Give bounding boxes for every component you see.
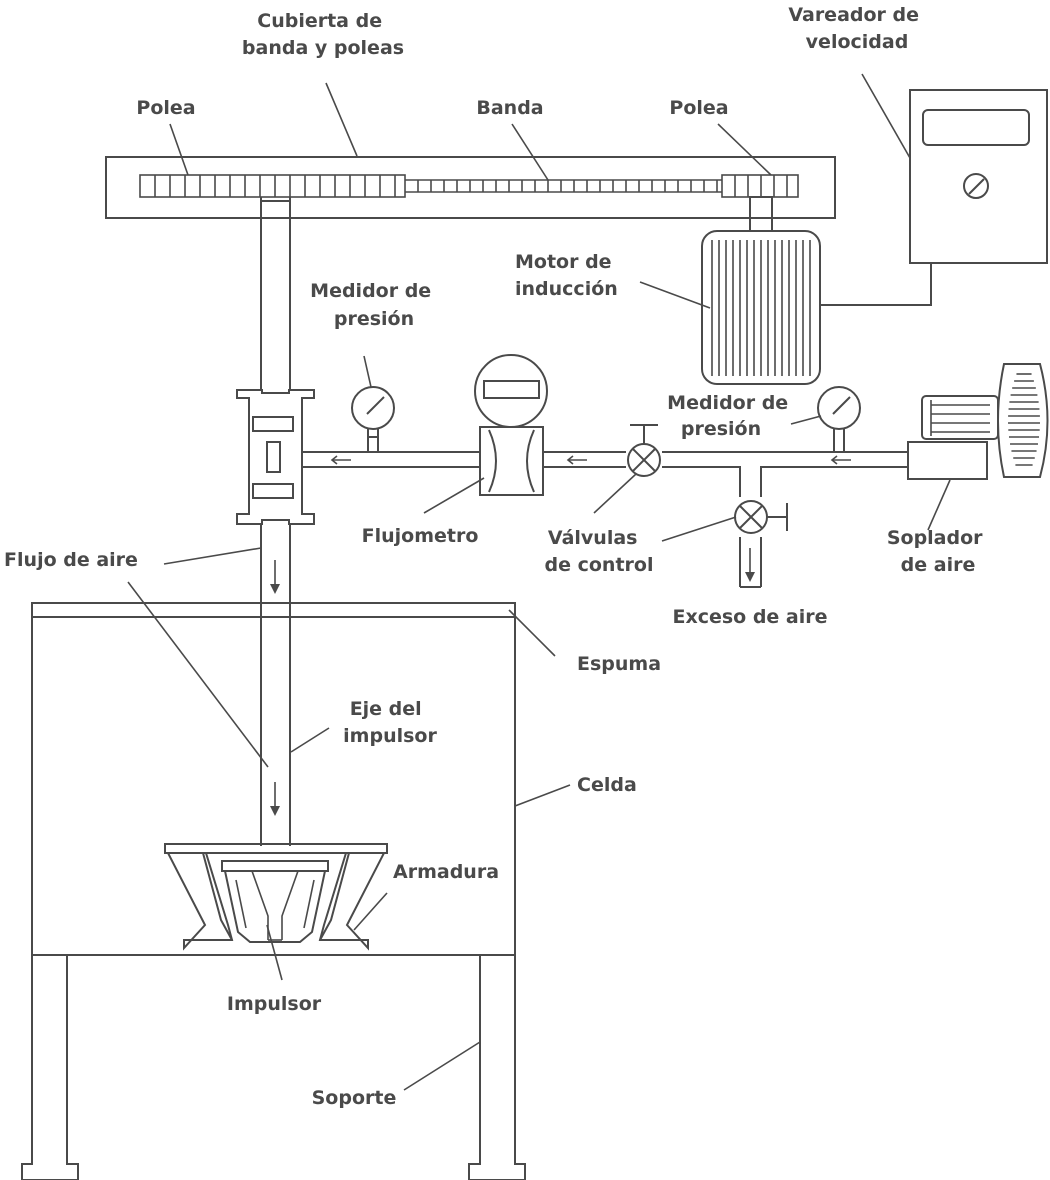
label-support: Soporte <box>312 1087 397 1109</box>
label-foam: Espuma <box>577 653 661 675</box>
shaft-housing <box>236 389 315 525</box>
label-pressure-gauge-left: Medidor de presión <box>310 280 438 330</box>
air-blower <box>907 363 1049 480</box>
air-pipe <box>301 451 908 588</box>
label-armature: Armadura <box>393 861 499 883</box>
label-pressure-gauge-right: Medidor de presión <box>667 392 795 440</box>
support <box>21 955 526 1180</box>
label-excess-air: Exceso de aire <box>672 606 827 628</box>
belt-cover <box>105 156 836 219</box>
impeller <box>221 860 329 943</box>
label-control-valves: Válvulas de control <box>545 527 654 576</box>
label-belt-cover: Cubierta de banda y poleas <box>242 10 404 59</box>
labels: Cubierta de banda y poleas Vareador de v… <box>4 4 989 1109</box>
cell <box>31 602 516 956</box>
speed-controller <box>820 89 1048 306</box>
label-air-flow: Flujo de aire <box>4 549 138 571</box>
label-induction-motor: Motor de inducción <box>515 251 618 300</box>
label-pulley-left: Polea <box>136 97 195 119</box>
label-flowmeter: Flujometro <box>362 525 479 547</box>
impeller-shaft <box>260 197 291 846</box>
leader-lines <box>127 73 951 1091</box>
label-cell: Celda <box>577 774 637 796</box>
armature <box>164 843 388 951</box>
induction-motor <box>701 196 821 385</box>
label-air-blower: Soplador de aire <box>887 527 989 576</box>
flowmeter <box>474 354 548 496</box>
belt <box>405 179 722 193</box>
label-impeller-shaft: Eje del impulsor <box>343 698 437 747</box>
control-valve-top <box>627 424 661 477</box>
label-belt: Banda <box>476 97 543 119</box>
pulley-right <box>721 174 799 198</box>
label-pulley-right: Polea <box>669 97 728 119</box>
pressure-gauge-right <box>817 386 861 452</box>
pressure-gauge-left <box>351 386 395 452</box>
label-speed-controller: Vareador de velocidad <box>788 4 925 53</box>
control-valve-excess <box>734 500 788 534</box>
flow-arrows <box>270 455 851 816</box>
pulley-left <box>139 174 406 198</box>
label-impeller: Impulsor <box>227 993 322 1015</box>
